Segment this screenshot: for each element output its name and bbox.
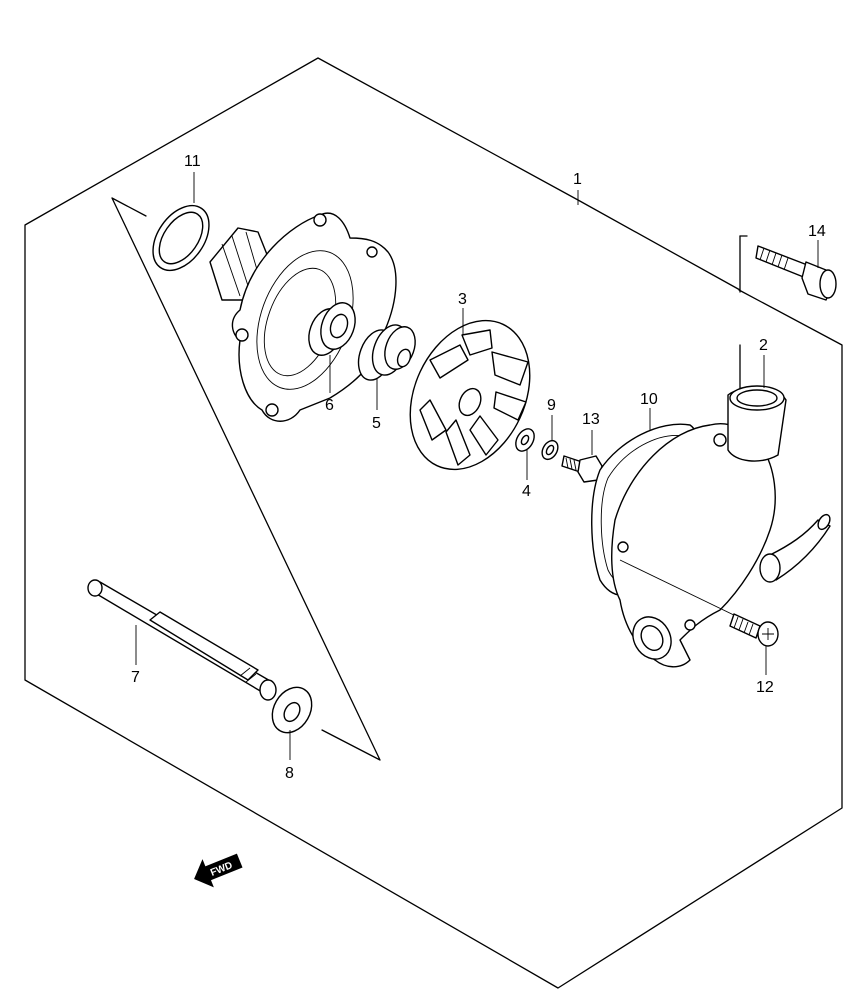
impeller-bolt-part [561, 455, 603, 483]
impeller-part [409, 319, 531, 471]
callout-5: 5 [372, 415, 381, 432]
lock-washer-part [541, 439, 559, 461]
forward-arrow-icon: FWD [194, 853, 243, 888]
callout-13: 13 [582, 411, 600, 428]
callout-7: 7 [131, 669, 140, 686]
callout-8: 8 [285, 765, 294, 782]
callout-12: 12 [756, 679, 774, 696]
callout-10: 10 [640, 391, 658, 408]
subassembly-outline [111, 197, 381, 761]
washer-part [515, 428, 535, 452]
mechanical-seal-part [308, 302, 356, 356]
assembly-outline [24, 57, 843, 989]
o-ring-part [152, 204, 210, 272]
callout-4: 4 [522, 483, 531, 500]
pump-cover-part [611, 385, 831, 668]
callout-11: 11 [184, 153, 201, 170]
callout-3: 3 [458, 291, 467, 308]
fwd-label: FWD [209, 860, 234, 879]
callout-1: 1 [573, 171, 582, 188]
cover-screw-part [619, 559, 779, 647]
callout-6: 6 [325, 397, 334, 414]
shaft-washer-part [271, 686, 313, 734]
callout-2: 2 [759, 337, 768, 354]
pump-case-part [209, 212, 397, 422]
leader-lines [135, 172, 819, 760]
callout-14: 14 [808, 223, 826, 240]
pump-shaft-part [87, 579, 277, 701]
oil-seal-part [357, 324, 416, 381]
mounting-bolt-part [755, 245, 837, 301]
callout-9: 9 [547, 397, 556, 414]
